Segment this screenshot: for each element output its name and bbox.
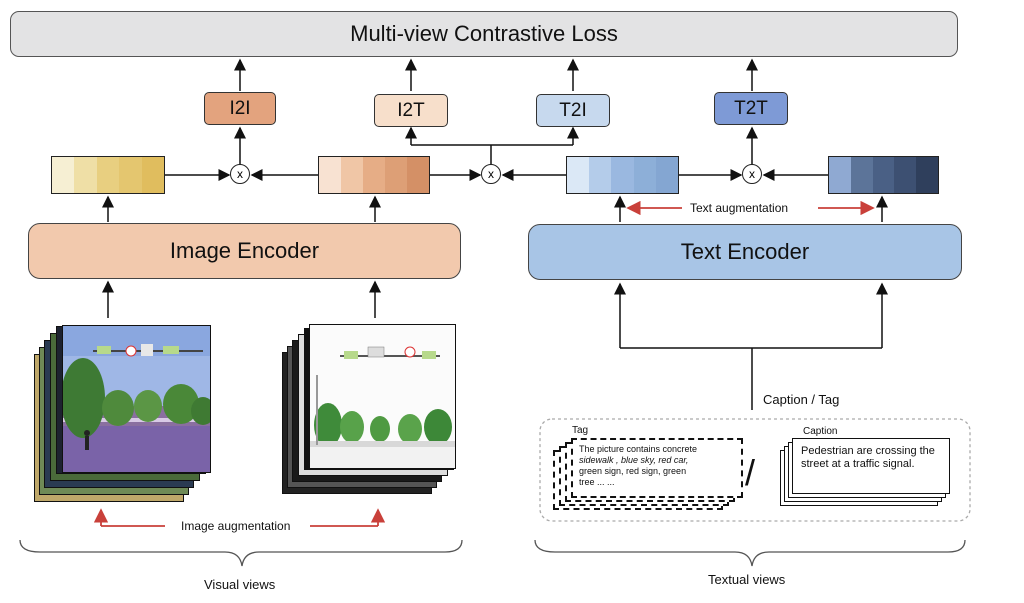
multiply-icon: x <box>742 164 762 184</box>
textual-views-label: Textual views <box>708 572 786 587</box>
multiply-icon: x <box>230 164 250 184</box>
image-feature-vector-1 <box>51 156 165 194</box>
image-view-stack-1 <box>30 318 215 508</box>
street-photo <box>309 324 456 469</box>
image-encoder: Image Encoder <box>28 223 461 279</box>
text-encoder: Text Encoder <box>528 224 962 280</box>
multi-view-contrastive-loss: Multi-view Contrastive Loss <box>10 11 958 57</box>
caption-text: Pedestrian are crossing the street at a … <box>792 438 950 494</box>
text-augmentation-label: Text augmentation <box>690 201 789 215</box>
caption-tag-label: Caption / Tag <box>763 392 840 407</box>
tag-card-stack: The picture contains concrete sidewalk ,… <box>553 434 743 514</box>
i2t-loss: I2T <box>374 94 448 127</box>
multiply-icon: x <box>481 164 501 184</box>
image-view-stack-2 <box>280 320 465 510</box>
street-photo <box>62 325 211 473</box>
separator-slash: / <box>745 452 756 493</box>
t2t-loss: T2T <box>714 92 788 125</box>
t2i-loss: T2I <box>536 94 610 127</box>
caption-card-stack: Pedestrian are crossing the street at a … <box>780 436 950 510</box>
tag-text-line: The picture contains concrete <box>579 444 698 454</box>
caption-title: Caption <box>803 426 838 437</box>
tag-text-line: sidewalk , blue sky, red car, <box>579 455 689 465</box>
tag-text-line: tree ... ... <box>579 477 615 487</box>
text-feature-vector-1 <box>566 156 679 194</box>
i2i-loss: I2I <box>204 92 276 125</box>
text-feature-vector-2 <box>828 156 939 194</box>
tag-title: Tag <box>572 425 589 436</box>
image-feature-vector-2 <box>318 156 430 194</box>
tag-text-line: green sign, red sign, green <box>579 466 687 476</box>
image-augmentation-label: Image augmentation <box>181 519 291 533</box>
visual-views-label: Visual views <box>204 577 276 592</box>
